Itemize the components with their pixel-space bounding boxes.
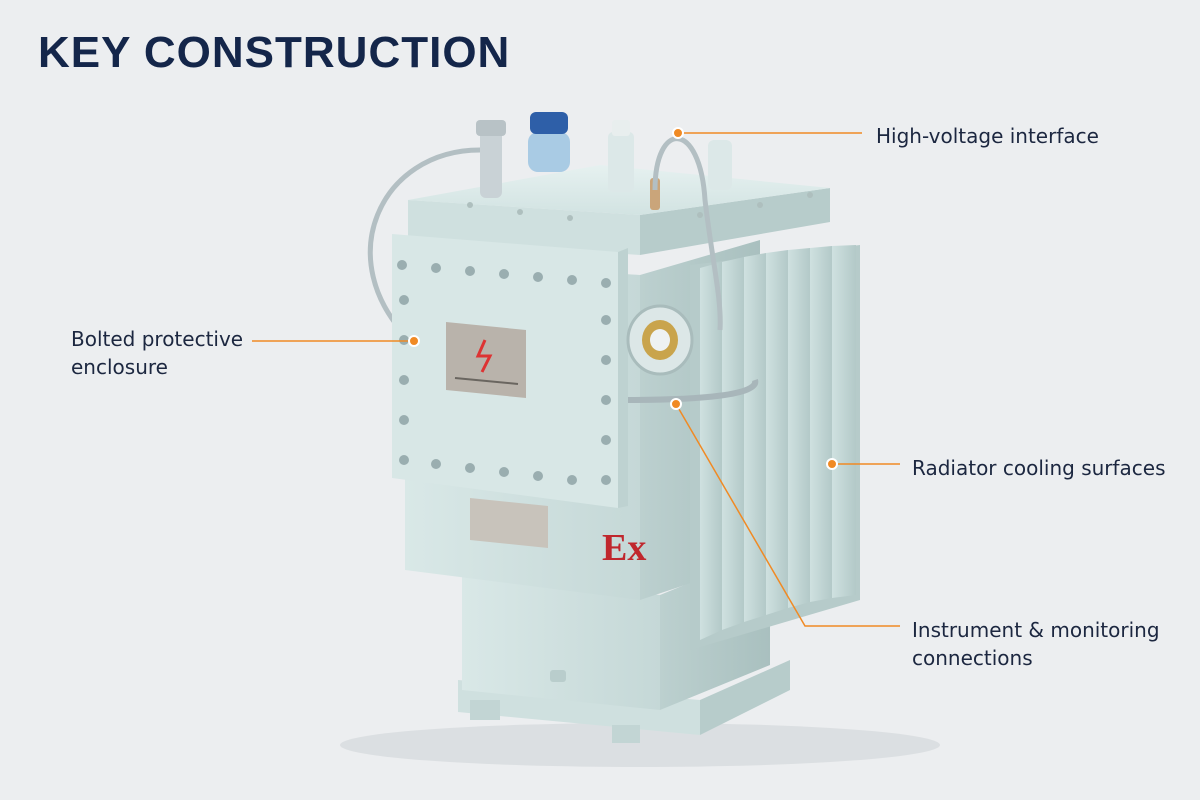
callout-bolted-protective-enclosure: Bolted protective enclosure — [71, 325, 243, 381]
ex-mark: Ex — [602, 527, 646, 569]
callout-radiator-cooling-surfaces: Radiator cooling surfaces — [912, 454, 1166, 482]
side-conduit — [624, 379, 759, 403]
callout-high-voltage-interface: High-voltage interface — [876, 122, 1099, 150]
page-title: KEY CONSTRUCTION — [38, 28, 511, 77]
gauge-window — [626, 304, 694, 376]
ground-shadow — [340, 723, 940, 767]
drain-valve — [550, 670, 566, 682]
bolted-enclosure — [392, 234, 628, 508]
lightning-icon — [475, 339, 493, 373]
left-conduit — [368, 147, 481, 342]
callout-instrument-monitoring-connections: Instrument & monitoring connections — [912, 616, 1160, 672]
top-bushings — [476, 112, 732, 210]
leader-lines — [252, 132, 900, 627]
hv-cable — [652, 136, 723, 331]
callout-text: enclosure — [71, 355, 168, 379]
nameplate — [446, 322, 526, 398]
callout-text: connections — [912, 646, 1033, 670]
callout-text: Bolted protective — [71, 327, 244, 351]
callout-dots — [408, 127, 838, 470]
callout-text: Radiator cooling surfaces — [912, 456, 1166, 480]
rating-plate — [470, 498, 548, 548]
callout-text: Instrument & monitoring — [912, 618, 1160, 642]
callout-text: High-voltage interface — [876, 124, 1099, 148]
radiator-fins — [690, 245, 860, 650]
